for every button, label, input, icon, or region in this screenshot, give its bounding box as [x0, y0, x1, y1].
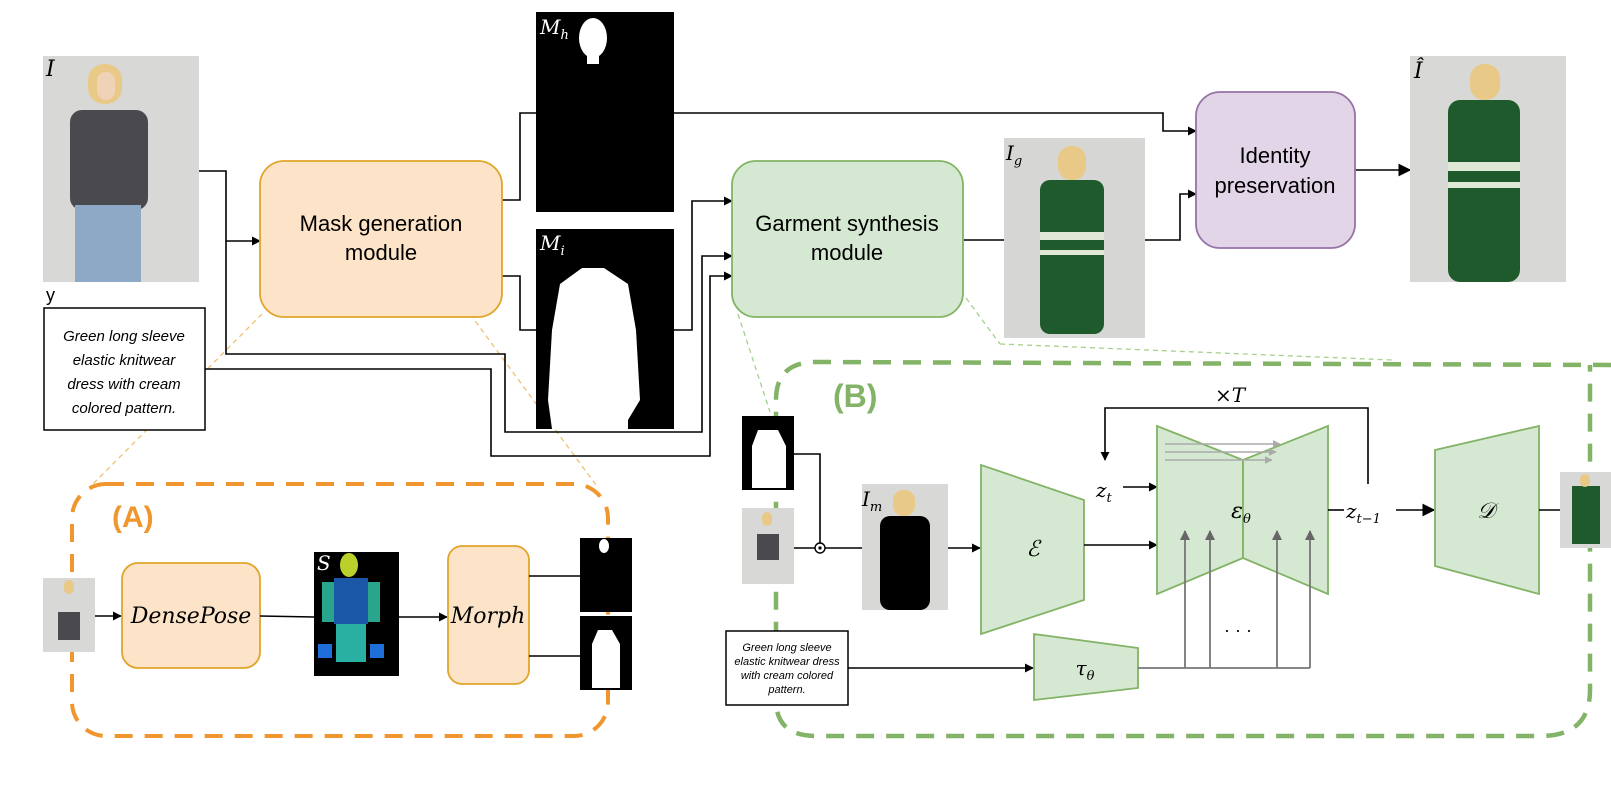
panel-a-label: (A) — [112, 501, 154, 534]
densepose-block — [121, 562, 261, 669]
mask-generation-label-1: Mask generation — [300, 211, 463, 236]
panel-b-text-prompt: Green long sleeve elastic knitwear dress… — [725, 630, 849, 706]
panel-a-head-mask — [580, 538, 632, 612]
inpaint-mask-image: Mi — [536, 229, 674, 429]
small-prompt-line-1: Green long sleeve — [742, 642, 831, 654]
mask-generation-module: Mask generation module — [259, 160, 503, 318]
small-prompt-line-2: elastic knitwear dress — [734, 656, 840, 668]
top-edges — [199, 112, 1412, 457]
segmentation-label: S — [317, 551, 331, 575]
ellipsis-label: · · · — [1224, 620, 1252, 640]
loop-count-label: ×T — [1215, 383, 1247, 407]
panel-b: (B) Im ℰ ×T zt — [725, 359, 1611, 739]
panel-a-input-thumb — [43, 578, 95, 652]
identity-label-2: preservation — [1214, 173, 1335, 198]
panel-b-output-thumb — [1560, 472, 1611, 548]
output-image: Î — [1410, 56, 1566, 282]
morph-label: Morph — [450, 604, 526, 629]
output-image-label: Î — [1413, 57, 1424, 84]
inpaint-mask-label: Mi — [539, 231, 565, 259]
small-prompt-line-3: with cream colored — [741, 670, 834, 682]
prompt-line-4: colored pattern. — [72, 400, 176, 417]
garment-synthesis-label-2: module — [811, 240, 883, 265]
panel-a-body-mask — [580, 616, 632, 690]
input-image-label: I — [45, 57, 56, 82]
text-prompt-box: Green long sleeve elastic knitwear dress… — [43, 307, 206, 431]
identity-preservation-module: Identity preservation — [1195, 91, 1356, 249]
text-variable-label: y — [46, 285, 55, 305]
prompt-line-3: dress with cream — [67, 376, 180, 393]
mask-generation-label-2: module — [345, 240, 417, 265]
densepose-label: DensePose — [130, 604, 252, 629]
z-t-minus-1-label: zt−1 — [1345, 499, 1381, 527]
input-image: I — [43, 56, 199, 282]
panel-b-mask-thumb — [742, 416, 794, 490]
segmentation-image: S — [314, 551, 399, 676]
small-prompt-line-4: pattern. — [767, 684, 805, 696]
panel-b-person-thumb — [742, 508, 794, 584]
garment-synthesis-label-1: Garment synthesis — [755, 211, 938, 236]
panel-a: (A) DensePose S Morph — [43, 482, 632, 738]
identity-label-1: Identity — [1240, 143, 1311, 168]
z-t-label: zt — [1095, 478, 1113, 506]
decoder-label: 𝒟 — [1477, 499, 1499, 524]
encoder-block — [980, 463, 1085, 636]
garment-image: Ig — [1004, 138, 1145, 338]
morph-block — [447, 545, 530, 685]
conditioning-arrows: · · · — [1138, 530, 1315, 669]
decoder-block — [1434, 424, 1540, 596]
prompt-line-1: Green long sleeve — [63, 328, 185, 345]
garment-synthesis-module: Garment synthesis module — [731, 160, 964, 318]
encoder-label: ℰ — [1026, 537, 1042, 562]
text-encoder-block — [1033, 632, 1139, 702]
panel-b-label: (B) — [833, 378, 877, 414]
masked-image: Im — [861, 484, 948, 610]
unet-block: εθ — [1156, 424, 1329, 596]
head-mask-image: Mh — [536, 12, 674, 212]
prompt-line-2: elastic knitwear — [73, 352, 177, 369]
